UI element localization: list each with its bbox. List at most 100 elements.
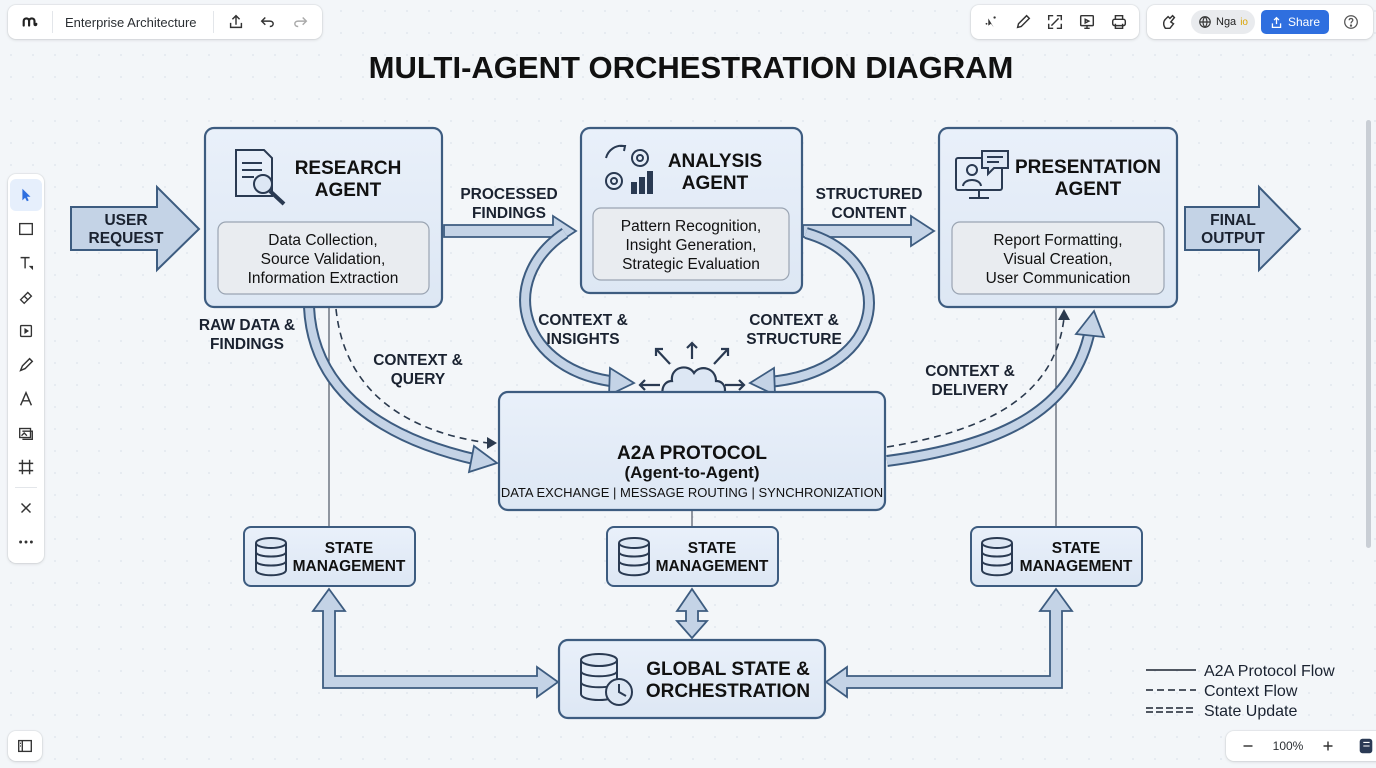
undo-icon [260,16,274,28]
research-agent-task: Source Validation, [261,251,386,268]
zoom-controls: 100% [1226,731,1376,761]
redo-icon [293,16,307,28]
palette-divider [15,487,37,488]
font-tool[interactable] [10,383,42,415]
raw-data-label: RAW DATA & [199,317,295,334]
state-update-arrow-center[interactable] [675,587,709,640]
print-button[interactable] [1103,6,1135,38]
sidebar-icon [18,739,32,753]
text-icon [20,256,34,271]
global-state-label: GLOBAL STATE & [646,659,810,680]
share-label: Share [1287,15,1321,29]
minus-icon [1243,745,1253,747]
embed-icon [19,324,33,338]
state-update-arrow-right[interactable] [824,587,1074,699]
vertical-scrollbar[interactable] [1366,120,1371,548]
magic-cursor-button[interactable] [975,6,1007,38]
global-state-label: ORCHESTRATION [646,681,810,702]
state-update-arrow-left[interactable] [311,587,560,699]
zoom-out-button[interactable] [1232,730,1264,762]
curved-flows [303,227,1106,474]
notebook-icon [1359,738,1373,754]
presentation-agent-node[interactable]: PRESENTATION AGENT Report Formatting, Vi… [937,126,1179,309]
redo-button[interactable] [284,6,316,38]
help-button[interactable] [1335,6,1367,38]
flow-labels: PROCESSED FINDINGS STRUCTURED CONTENT RA… [199,186,1015,399]
presentation-agent-task: User Communication [986,270,1131,287]
font-icon [19,390,33,406]
analysis-agent-title: AGENT [682,173,749,194]
pencil-icon [1016,14,1031,29]
analysis-agent-task: Pattern Recognition, [621,218,761,235]
select-tool[interactable] [10,179,42,211]
image-tool[interactable] [10,417,42,449]
undo-button[interactable] [252,6,284,38]
crop-tool[interactable] [10,451,42,483]
language-selector[interactable]: Nga io [1191,10,1255,34]
state-management-node-3[interactable]: STATE MANAGEMENT [970,526,1143,587]
state-management-label: MANAGEMENT [656,558,769,575]
global-state-node[interactable]: GLOBAL STATE & ORCHESTRATION [557,638,827,720]
export-button[interactable] [220,6,252,38]
state-management-label: MANAGEMENT [293,558,406,575]
text-tool[interactable] [10,247,42,279]
state-management-node-1[interactable]: STATE MANAGEMENT [243,526,416,587]
app-logo-menu[interactable] [14,6,46,38]
state-management-label: MANAGEMENT [1020,558,1133,575]
final-output-arrow[interactable]: FINAL OUTPUT [1184,184,1302,273]
language-label: Nga [1216,16,1237,28]
canvas-tools-toolbar [971,5,1139,39]
sidebar-toggle-panel [8,731,42,761]
embed-tool[interactable] [10,315,42,347]
upload-icon [229,14,242,29]
analysis-agent-node[interactable]: ANALYSIS AGENT Pattern Recognition, Insi… [579,126,804,295]
close-icon [20,502,32,514]
context-insights-label: INSIGHTS [546,331,619,348]
context-query-label: QUERY [391,371,446,388]
legend-item: State Update [1204,703,1298,720]
toolbar-divider [52,11,53,33]
a2a-protocol-node[interactable]: A2A PROTOCOL (Agent-to-Agent) DATA EXCHA… [497,390,887,512]
eraser-tool[interactable] [10,281,42,313]
pen-icon [19,357,34,372]
structured-content-label: CONTENT [832,205,907,222]
pen-button[interactable] [1007,6,1039,38]
user-request-arrow[interactable]: USER REQUEST [70,184,201,273]
printer-icon [1111,14,1127,30]
hand-wave-icon [1162,14,1176,30]
minimap-button[interactable] [1350,730,1376,762]
logo-icon [22,17,38,27]
close-tool[interactable] [10,492,42,524]
context-query-label: CONTEXT & [373,352,463,369]
document-title[interactable]: Enterprise Architecture [65,14,197,30]
raw-data-label: FINDINGS [210,336,284,353]
reactions-button[interactable] [1153,6,1185,38]
frame-tool[interactable] [10,213,42,245]
state-management-node-2[interactable]: STATE MANAGEMENT [606,526,779,587]
context-delivery-dashed [886,317,1065,448]
context-query-dashed [335,308,489,444]
globe-icon [1199,16,1211,29]
analysis-agent-task: Insight Generation, [626,237,757,254]
analysis-to-protocol-flow [519,228,636,397]
state-management-label: STATE [325,540,374,557]
research-agent-node[interactable]: RESEARCH AGENT Data Collection, Source V… [203,126,444,309]
pen-tool[interactable] [10,349,42,381]
eraser-icon [19,291,33,305]
zoom-level[interactable]: 100% [1272,739,1304,753]
fit-view-button[interactable] [1039,6,1071,38]
presentation-agent-title: AGENT [1055,179,1122,200]
sidebar-toggle-button[interactable] [9,730,41,762]
more-tools-button[interactable] [10,526,42,558]
present-button[interactable] [1071,6,1103,38]
more-icon [19,540,33,544]
structured-content-label: STRUCTURED [816,186,923,203]
research-agent-task: Information Extraction [248,270,399,287]
document-search-icon [235,149,286,206]
language-badge: io [1240,16,1248,28]
expand-icon [1047,14,1063,30]
share-button[interactable]: Share [1260,10,1330,34]
zoom-in-button[interactable] [1312,730,1344,762]
final-output-label: FINAL [1210,212,1256,229]
